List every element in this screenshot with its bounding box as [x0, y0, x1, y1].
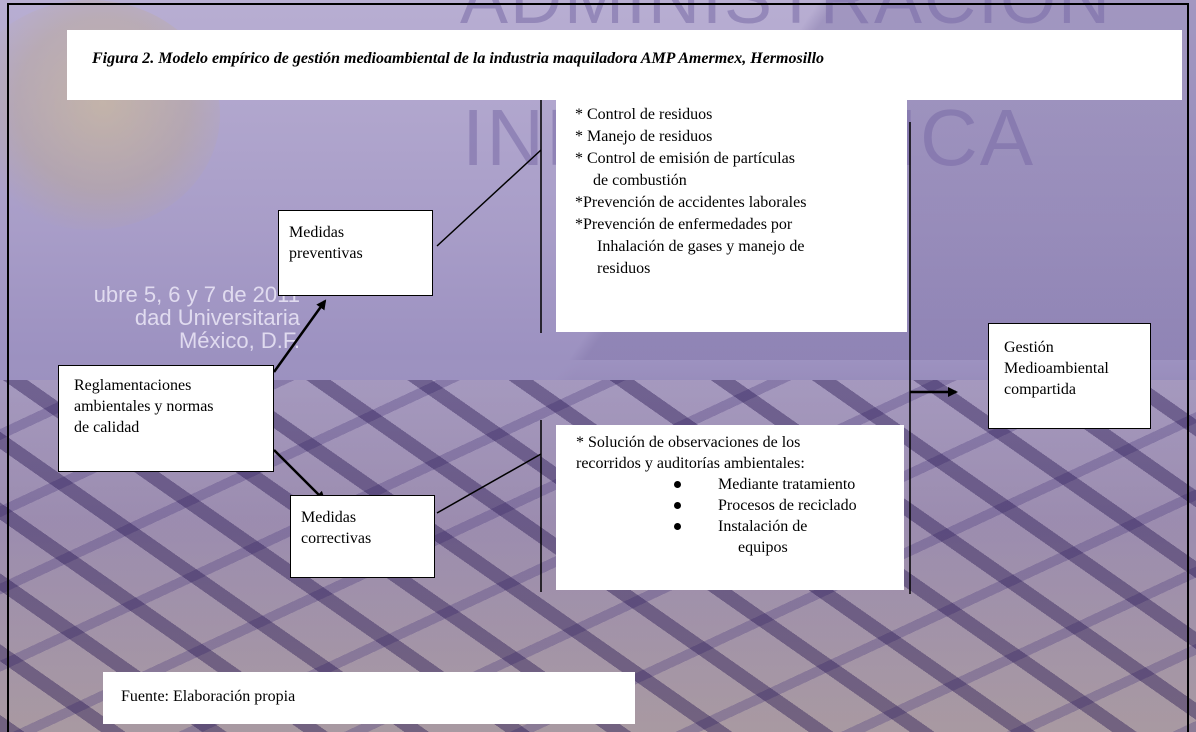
- preventive-item-continuation: residuos: [597, 260, 651, 277]
- background-date: ubre 5, 6 y 7 de 2011 dad Universitaria …: [0, 284, 300, 353]
- shared-management-box: Gestión Medioambiental compartida: [988, 323, 1151, 429]
- preventive-item-continuation: de combustión: [593, 172, 687, 189]
- corrective-bullet-continuation: equipos: [738, 539, 788, 556]
- corrective-bullet-text: Instalación de: [718, 518, 808, 535]
- regulations-line2: ambientales y normas: [74, 398, 214, 415]
- preventive-item: * Control de residuos: [575, 106, 713, 123]
- corrective-bullet-text: Mediante tratamiento: [718, 476, 856, 493]
- background-date-line3: México, D.F.: [178, 328, 300, 353]
- preventive-item-continuation: Inhalación de gases y manejo de: [597, 238, 805, 255]
- background-date-line2: dad Universitaria: [134, 305, 300, 330]
- management-line1: Gestión: [1004, 339, 1054, 356]
- management-line2: Medioambiental: [1004, 360, 1109, 377]
- corrective-bullet-text: Procesos de reciclado: [718, 497, 857, 514]
- corrective-line2: correctivas: [301, 530, 372, 547]
- preventive-item: *Prevención de enfermedades por: [575, 216, 793, 233]
- preventive-measures-box: Medidas preventivas: [278, 210, 433, 296]
- corrective-bullet-item: Instalación de equipos: [576, 516, 904, 558]
- corrective-line1: Medidas: [301, 509, 357, 526]
- bullet-icon: [674, 523, 681, 530]
- preventive-item: * Control de emisión de partículas: [575, 150, 795, 167]
- line-preventive-to-list: [436, 149, 542, 247]
- preventive-line2: preventivas: [289, 245, 363, 262]
- bullet-icon: [674, 481, 681, 488]
- preventive-items-list: * Control de residuos * Manejo de residu…: [556, 100, 907, 332]
- corrective-items-list: * Solución de observaciones de los recor…: [556, 425, 904, 590]
- corrective-bullet-item: Mediante tratamiento: [576, 474, 904, 495]
- preventive-item: *Prevención de accidentes laborales: [575, 194, 807, 211]
- figure-caption: Figura 2. Modelo empírico de gestión med…: [67, 30, 1182, 100]
- corrective-measures-box: Medidas correctivas: [290, 495, 435, 578]
- preventive-line1: Medidas: [289, 224, 345, 241]
- regulations-box: Reglamentaciones ambientales y normas de…: [58, 365, 274, 472]
- regulations-line1: Reglamentaciones: [74, 377, 192, 394]
- management-line3: compartida: [1004, 381, 1076, 398]
- arrow-to-corrective: [273, 449, 326, 502]
- line-corrective-to-list: [436, 453, 542, 514]
- bullet-icon: [674, 502, 681, 509]
- corrective-intro: recorridos y auditorías ambientales:: [576, 455, 805, 472]
- background-date-line1: ubre 5, 6 y 7 de 2011: [93, 282, 300, 307]
- corrective-bullet-item: Procesos de reciclado: [576, 495, 904, 516]
- regulations-line3: de calidad: [74, 419, 140, 436]
- preventive-item: * Manejo de residuos: [575, 128, 713, 145]
- arrow-to-preventive: [272, 299, 327, 373]
- corrective-intro: * Solución de observaciones de los: [576, 434, 801, 451]
- figure-frame: [7, 3, 1189, 732]
- source-note: Fuente: Elaboración propia: [103, 672, 635, 724]
